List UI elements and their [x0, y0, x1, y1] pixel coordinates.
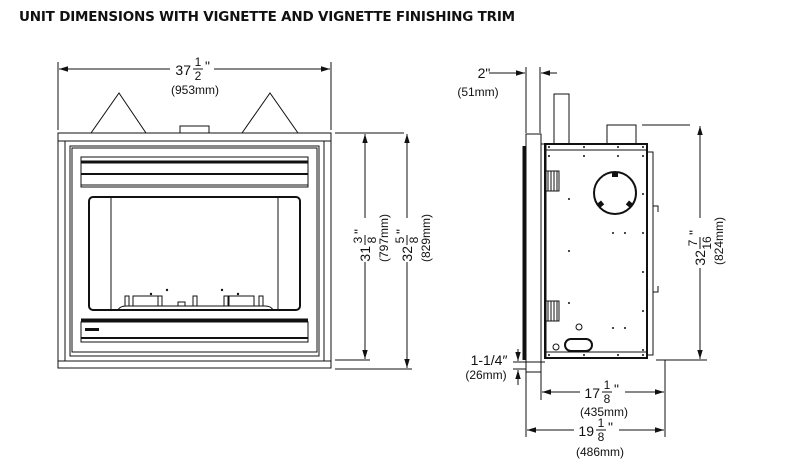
width-metric: (953mm): [171, 83, 219, 97]
trim-offset-value: 2": [478, 65, 491, 81]
bottom-offset-dimension: 1-1/4″ (26mm): [465, 349, 545, 385]
width-denominator: 2: [195, 69, 202, 83]
depth-body-metric: (435mm): [580, 405, 628, 419]
depth-body-numerator: 1: [604, 378, 611, 392]
outer-height-denominator: 8: [407, 236, 421, 243]
width-whole: 37: [175, 62, 191, 78]
side-height-dimension: 32 7 16 " (824mm): [656, 126, 726, 361]
depth-body-dimension: 17 1 8 " (435mm): [540, 360, 666, 437]
burner-post: [124, 295, 130, 307]
vent-knockout: [593, 171, 637, 215]
side-height-metric: (824mm): [712, 217, 726, 265]
bottom-offset-metric: (26mm): [465, 368, 506, 382]
standoff-bracket-right: [241, 92, 299, 134]
inner-height-numerator: 3: [351, 236, 365, 243]
bottom-offset-value: 1-1/4″: [471, 352, 508, 368]
depth-total-unit: ": [608, 419, 613, 435]
side-height-whole: 32: [692, 250, 708, 266]
depth-body-whole: 17: [584, 385, 600, 401]
bottom-louvre: [80, 321, 309, 343]
side-vent-upper: [544, 170, 560, 192]
front-inner-height-dimension: 31 3 8 " (797mm): [335, 132, 404, 361]
depth-total-denominator: 8: [598, 430, 605, 444]
side-height-numerator: 7: [686, 239, 700, 246]
side-height-unit: ": [686, 230, 702, 235]
rear-bracket-bottom: [653, 286, 659, 293]
inner-frame: [69, 145, 320, 357]
vent-collar: [606, 124, 637, 145]
depth-total-dimension: 19 1 8 " (486mm): [525, 372, 664, 459]
inner-height-unit: ": [351, 229, 367, 234]
vignette-trim-outer: [57, 132, 332, 369]
depth-total-metric: (486mm): [576, 445, 624, 459]
depth-body-denominator: 8: [604, 392, 611, 406]
diagram-title: UNIT DIMENSIONS WITH VIGNETTE AND VIGNET…: [19, 9, 515, 25]
brand-logo: [85, 328, 99, 331]
glass-window: [88, 196, 301, 311]
front-width-dimension: 37 1 2 " (953mm): [57, 55, 332, 130]
width-unit: ": [205, 58, 210, 74]
burner-post: [258, 295, 264, 307]
width-numerator: 1: [195, 55, 202, 69]
side-view: 2" (51mm): [457, 65, 726, 459]
burner-post: [223, 295, 229, 307]
standoff-bracket-left: [90, 92, 147, 134]
top-louvre: [80, 156, 309, 188]
rear-standoff: [646, 151, 654, 356]
burner-post: [157, 295, 163, 307]
trim-side: [525, 133, 542, 373]
depth-total-whole: 19: [578, 423, 594, 439]
gas-line-access: [564, 338, 593, 352]
front-outer-height-dimension: 32 5 8 " (829mm): [335, 134, 433, 370]
burner-post: [192, 295, 198, 307]
burner-block: [132, 295, 159, 307]
vent-pipe: [553, 93, 570, 145]
trim-offset-metric: (51mm): [457, 85, 498, 99]
rivets: [548, 146, 644, 356]
outer-height-whole: 32: [399, 246, 415, 262]
side-vent-lower: [544, 300, 560, 322]
front-view: 37 1 2 " (953mm): [57, 55, 433, 370]
fitting-icon: [575, 323, 583, 331]
side-height-denominator: 16: [700, 236, 714, 250]
outer-height-metric: (829mm): [419, 214, 433, 262]
rear-bracket-top: [653, 205, 659, 212]
outer-height-numerator: 5: [393, 236, 407, 243]
firebox-body: [544, 143, 648, 359]
top-vent-collar: [179, 125, 210, 134]
inner-height-whole: 31: [357, 246, 373, 262]
inner-height-denominator: 8: [365, 236, 379, 243]
fitting-icon: [552, 343, 560, 351]
trim-offset-dimension: 2" (51mm): [457, 65, 557, 133]
inner-frame-lip: [71, 147, 318, 353]
burner-block: [228, 295, 255, 307]
depth-body-unit: ": [614, 381, 619, 397]
burner-assembly: [117, 288, 274, 311]
outer-height-unit: ": [393, 229, 409, 234]
burner-post: [177, 301, 186, 307]
inner-height-metric: (797mm): [377, 214, 391, 262]
depth-total-numerator: 1: [598, 416, 605, 430]
